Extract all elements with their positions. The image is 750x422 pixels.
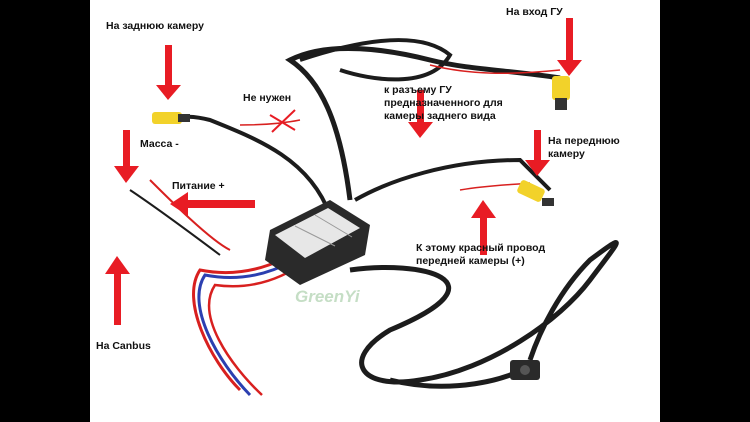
diagram-photo: GreenYi На заднюю камеру На вход ГУ Не н… [90, 0, 660, 422]
label-front-camera: На переднюю камеру [548, 135, 620, 160]
control-box [265, 200, 370, 285]
not-needed-cross [269, 109, 296, 133]
arrow-ground [114, 130, 139, 183]
label-power: Питание + [172, 180, 225, 192]
arrow-canbus [105, 256, 130, 325]
label-head-unit-input: На вход ГУ [506, 6, 563, 18]
cable-to-head-unit [285, 46, 561, 201]
label-red-wire-note: К этому красный провод передней камеры (… [416, 242, 546, 267]
red-wire-head-unit [429, 64, 561, 75]
label-canbus: На Canbus [96, 340, 151, 352]
camera-cable [349, 240, 619, 385]
arrow-red-wire [471, 200, 496, 255]
rca-front-camera [517, 180, 554, 206]
label-rear-camera: На заднюю камеру [106, 20, 204, 32]
front-camera [510, 360, 540, 380]
arrow-front-camera [525, 130, 550, 176]
label-not-needed: Не нужен [243, 92, 292, 104]
wiring-diagram [105, 18, 619, 397]
arrow-power [170, 192, 255, 216]
cable-loop [299, 38, 453, 82]
red-wire-rear [239, 119, 301, 126]
rca-rear-camera [152, 112, 190, 124]
arrow-head-unit [557, 18, 582, 76]
arrow-rear-camera [156, 45, 181, 100]
watermark: GreenYi [295, 287, 360, 306]
ground-wire [129, 189, 221, 256]
label-ground: Масса - [140, 138, 179, 150]
cable-to-front-camera [354, 157, 552, 202]
label-gu-connector: к разъему ГУ предназначенного для камеры… [384, 84, 503, 122]
arrow-gu-connector [408, 90, 433, 138]
rca-head-unit [552, 76, 570, 110]
power-wire [149, 179, 231, 251]
